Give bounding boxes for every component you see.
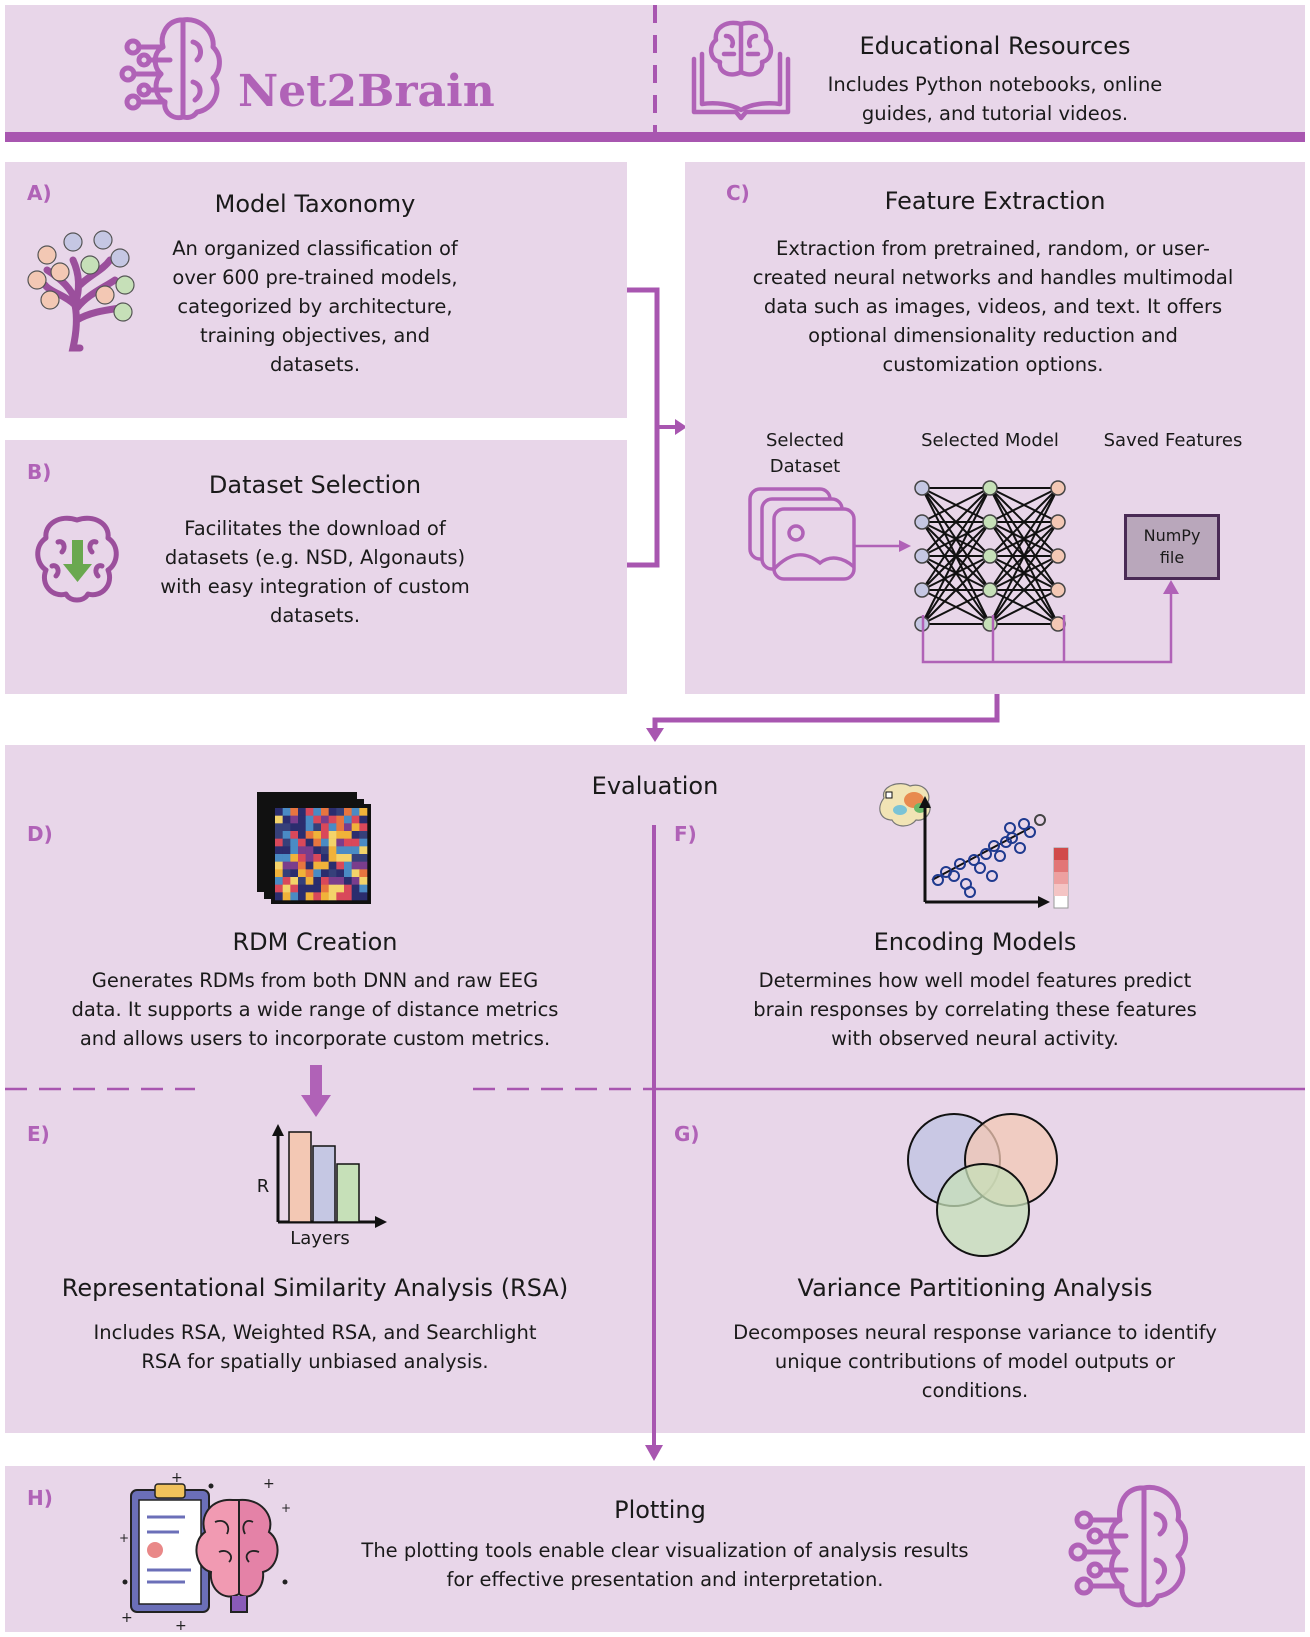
encoding-scatter-icon — [879, 783, 1069, 909]
edu-resources-desc: Includes Python notebooks, online guides… — [827, 73, 1163, 125]
venn-diagram-icon — [907, 1113, 1058, 1257]
network-node — [914, 548, 930, 564]
variance-partitioning-title: Variance Partitioning Analysis — [797, 1274, 1153, 1302]
section-label-h: H) — [27, 1486, 53, 1510]
section-label-a: A) — [27, 181, 52, 205]
feature-extraction-panel — [685, 162, 1305, 694]
plotting-desc: The plotting tools enable clear visualiz… — [361, 1539, 969, 1591]
plotting-title: Plotting — [614, 1496, 706, 1524]
rsa-title: Representational Similarity Analysis (RS… — [61, 1274, 569, 1302]
network-node — [982, 548, 998, 564]
rsa-axis-x-label: Layers — [290, 1228, 350, 1249]
numpy-file-box: NumPy file — [1124, 514, 1220, 580]
brain-download-icon — [35, 515, 119, 603]
saved-features-label: Saved Features — [1103, 430, 1243, 451]
svg-text:+: + — [119, 1531, 129, 1545]
network-node — [982, 514, 998, 530]
selected-dataset-label: Selected Dataset — [765, 430, 845, 477]
section-label-e: E) — [27, 1122, 50, 1146]
network-node — [914, 582, 930, 598]
feature-extraction-desc: Extraction from pretrained, random, or u… — [752, 237, 1234, 376]
section-label-c: C) — [726, 181, 750, 205]
c-to-evaluation-connector — [646, 694, 1000, 742]
rsa-axis-y-label: R — [256, 1176, 270, 1197]
svg-text:+: + — [121, 1610, 133, 1626]
network-node — [1050, 548, 1066, 564]
section-label-b: B) — [27, 460, 52, 484]
encoding-models-title: Encoding Models — [873, 928, 1077, 956]
section-label-f: F) — [674, 822, 697, 846]
dataset-to-model-arrow — [855, 540, 911, 552]
rdm-creation-desc: Generates RDMs from both DNN and raw EEG… — [71, 969, 559, 1050]
network-node — [982, 582, 998, 598]
evaluation-dividers — [5, 825, 1305, 1461]
rsa-desc: Includes RSA, Weighted RSA, and Searchli… — [93, 1321, 537, 1373]
svg-text:+: + — [263, 1476, 275, 1492]
svg-text:+: + — [281, 1501, 291, 1515]
rsa-bar-chart-icon — [272, 1124, 387, 1228]
model-taxonomy-desc: An organized classification of over 600 … — [172, 237, 458, 376]
edu-resources-title: Educational Resources — [859, 32, 1131, 60]
dataset-selection-desc: Facilitates the download of datasets (e.… — [160, 517, 470, 627]
header-dashed-divider — [653, 5, 657, 137]
rdm-to-rsa-arrow — [301, 1065, 331, 1117]
rdm-matrix-icon — [257, 792, 371, 904]
network-node — [1050, 514, 1066, 530]
net2brain-logo-icon — [119, 17, 222, 121]
book-brain-icon — [691, 20, 791, 121]
model-taxonomy-title: Model Taxonomy — [214, 190, 416, 218]
network-node — [982, 480, 998, 496]
neural-network-icon — [914, 480, 1066, 632]
svg-text:+: + — [175, 1618, 187, 1634]
variance-partitioning-desc: Decomposes neural response variance to i… — [733, 1321, 1217, 1402]
features-to-file-connector — [921, 580, 1179, 664]
logo-text: Net2Brain — [238, 66, 495, 117]
ab-to-c-connector — [627, 287, 687, 568]
brain-circuit-icon — [1068, 1484, 1188, 1608]
tree-icon — [27, 230, 135, 352]
image-stack-icon — [748, 487, 856, 581]
rdm-creation-title: RDM Creation — [232, 928, 398, 956]
dataset-selection-title: Dataset Selection — [208, 471, 422, 499]
network-node — [914, 480, 930, 496]
network-node — [1050, 480, 1066, 496]
feature-extraction-title: Feature Extraction — [884, 187, 1106, 215]
network-node — [914, 514, 930, 530]
svg-text:+: + — [171, 1470, 183, 1486]
section-label-g: G) — [674, 1122, 700, 1146]
encoding-models-desc: Determines how well model features predi… — [753, 969, 1197, 1050]
section-label-d: D) — [27, 822, 53, 846]
clipboard-brain-icon: + + + + + + — [119, 1470, 291, 1634]
numpy-file-label: NumPy file — [1143, 526, 1201, 567]
selected-model-label: Selected Model — [921, 430, 1059, 451]
network-node — [1050, 582, 1066, 598]
brain-heatmap-icon — [879, 783, 931, 827]
evaluation-title: Evaluation — [591, 772, 719, 800]
